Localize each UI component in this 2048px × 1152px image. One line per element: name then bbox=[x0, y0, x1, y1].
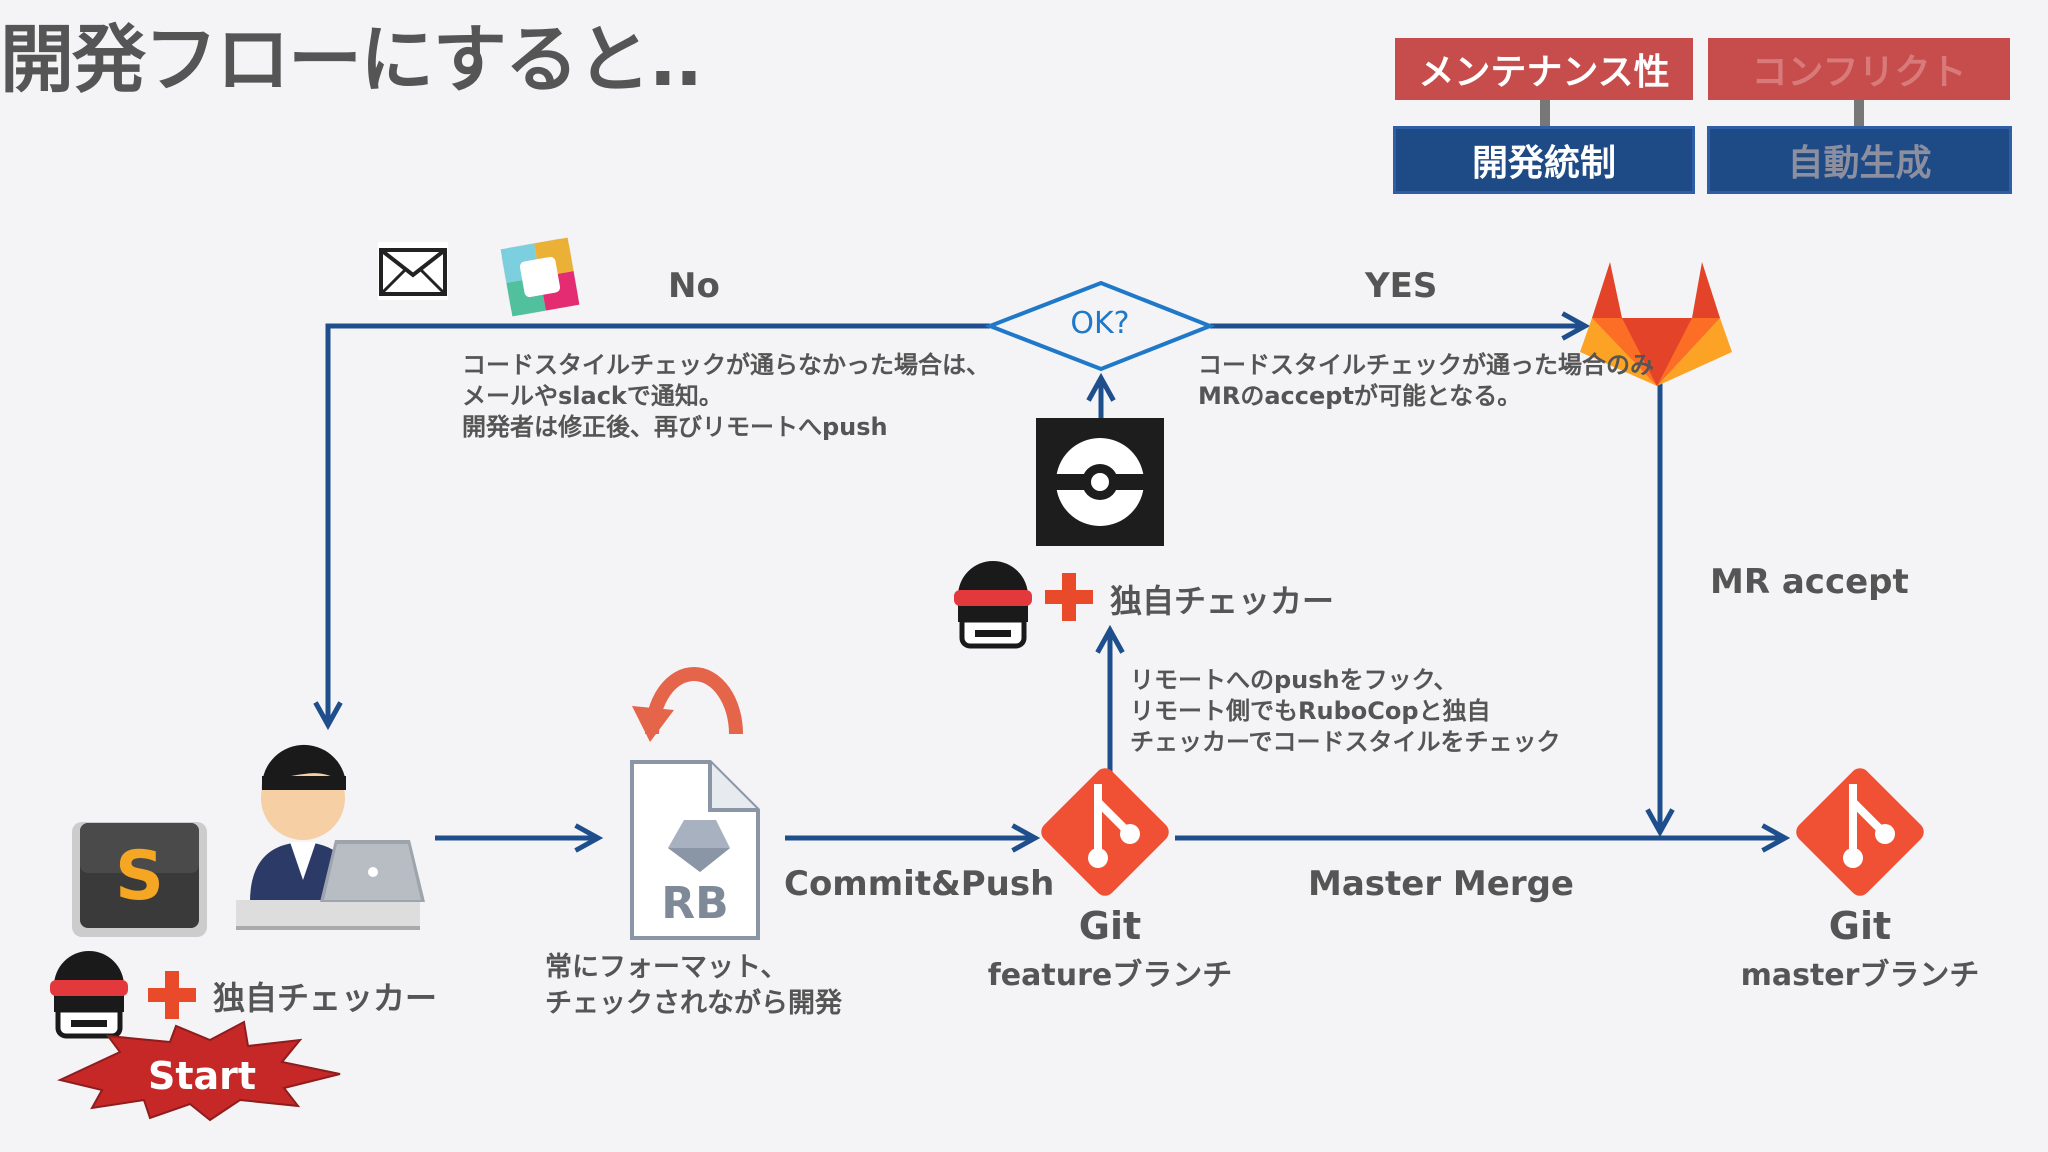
plus-icon-top bbox=[1045, 573, 1093, 621]
refresh-arrow-icon bbox=[632, 667, 743, 742]
tag-connector-left bbox=[1540, 100, 1550, 128]
developer-icon bbox=[236, 744, 425, 930]
mail-icon bbox=[378, 242, 448, 300]
tag-dev-control: 開発統制 bbox=[1393, 126, 1695, 194]
git-feature-icon bbox=[1041, 768, 1169, 896]
format-note: 常にフォーマット、 チェックされながら開発 bbox=[545, 952, 842, 1019]
custom-checker-bottom-label: 独自チェッカー bbox=[213, 979, 438, 1017]
slack-icon bbox=[500, 237, 580, 317]
tag-conflict: コンフリクト bbox=[1708, 38, 2010, 100]
slack-letter: S bbox=[529, 258, 555, 298]
gitlab-icon bbox=[1580, 262, 1732, 386]
no-feedback-arrow bbox=[328, 323, 990, 725]
master-branch-label: masterブランチ bbox=[1740, 958, 1980, 993]
master-merge-label: Master Merge bbox=[1308, 864, 1574, 904]
custom-checker-top-label: 独自チェッカー bbox=[1110, 582, 1335, 620]
git-master-icon bbox=[1796, 768, 1924, 896]
hook-note: リモートへのpushをフック、 リモート側でもRuboCopと独自 チェッカーで… bbox=[1130, 666, 1561, 756]
rb-label: RB bbox=[661, 878, 729, 929]
commit-push-label: Commit&Push bbox=[784, 864, 1055, 904]
yes-note: コードスタイルチェックが通った場合のみ MRのacceptが可能となる。 bbox=[1198, 351, 1654, 410]
robot-head-icon-top bbox=[954, 561, 1032, 649]
no-label: No bbox=[668, 266, 720, 306]
git-feature-label: Git bbox=[1078, 904, 1142, 948]
no-note: コードスタイルチェックが通らなかった場合は、 メールやslackで通知。 開発者… bbox=[462, 351, 990, 441]
mr-accept-label: MR accept bbox=[1710, 562, 1909, 602]
pokeball-icon bbox=[1036, 418, 1164, 546]
tag-maintainability: メンテナンス性 bbox=[1395, 38, 1693, 100]
git-master-label: Git bbox=[1828, 904, 1892, 948]
sublime-text-icon bbox=[72, 822, 207, 937]
tag-connector-right bbox=[1854, 100, 1864, 128]
robot-head-icon-bottom bbox=[50, 951, 128, 1039]
page-title: 開発フローにすると.. bbox=[0, 17, 703, 103]
yes-label: YES bbox=[1365, 266, 1438, 306]
decision-label: OK? bbox=[1070, 306, 1130, 341]
tag-auto-gen: 自動生成 bbox=[1707, 126, 2012, 194]
start-label: Start bbox=[147, 1054, 257, 1098]
sublime-letter: S bbox=[115, 836, 164, 916]
plus-icon-bottom bbox=[148, 971, 196, 1019]
start-burst bbox=[56, 1020, 341, 1122]
decision-diamond bbox=[984, 280, 1216, 372]
feature-branch-label: featureブランチ bbox=[987, 958, 1233, 993]
ruby-file-icon bbox=[630, 760, 760, 940]
